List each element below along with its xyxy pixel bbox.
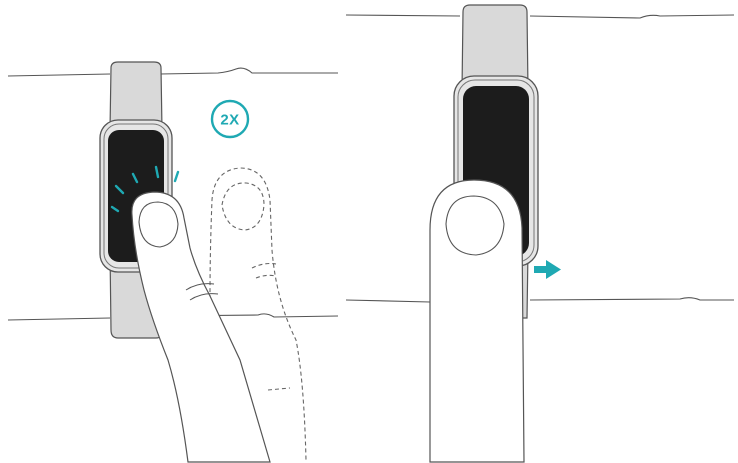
wristband-icon [99,61,173,339]
dashed-finger-icon [209,167,307,461]
wrist-outline [7,67,339,321]
right-arrow-icon [534,260,561,279]
panel-double-tap: 2X [7,61,339,463]
finger-icon [131,191,271,463]
tap-marks-icon [110,165,180,213]
finger-icon-right [429,179,525,463]
badge-label: 2X [220,112,239,129]
wrist-outline-right [345,14,735,303]
panel-swipe [345,4,735,463]
double-tap-badge: 2X [210,99,250,139]
